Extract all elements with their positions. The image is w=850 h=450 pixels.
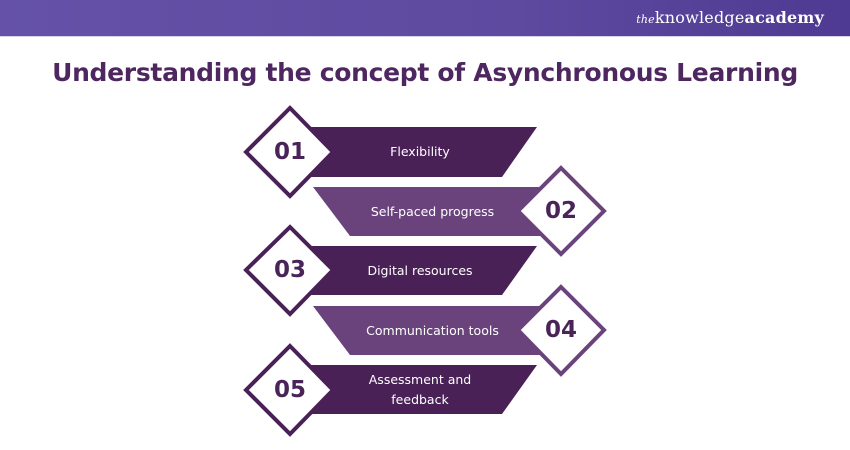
item-03-label: Digital resources	[367, 262, 473, 278]
item-04-bar	[313, 306, 570, 355]
header-bar: theknowledgeacademy	[0, 0, 850, 37]
brand-word-academy: academy	[744, 8, 824, 27]
item-02-label: Self-paced progress	[370, 203, 495, 219]
item-01-diamond	[243, 105, 336, 199]
item-05-diamond	[243, 343, 336, 437]
item-02-bar	[313, 187, 570, 236]
item-02-number: 02	[544, 198, 577, 224]
item-01-bar	[300, 127, 537, 177]
brand-word-knowledge: knowledge	[654, 8, 745, 27]
item-03-number: 03	[273, 257, 306, 283]
item-04-number: 04	[544, 317, 577, 343]
page-title: Understanding the concept of Asynchronou…	[52, 58, 798, 87]
item-05-number: 05	[273, 377, 306, 403]
item-03-bar	[300, 246, 537, 295]
item-04-diamond	[515, 284, 607, 377]
item-02-diamond	[515, 165, 607, 257]
item-05-bar	[300, 365, 537, 414]
brand-logo: theknowledgeacademy	[636, 8, 824, 27]
item-01-number: 01	[273, 139, 306, 165]
item-04-label: Communication tools	[366, 322, 499, 338]
brand-prefix: the	[636, 13, 655, 26]
item-05-label: Assessment and feedback	[368, 371, 472, 407]
item-03-diamond	[243, 224, 336, 317]
item-01-label: Flexibility	[390, 144, 450, 159]
